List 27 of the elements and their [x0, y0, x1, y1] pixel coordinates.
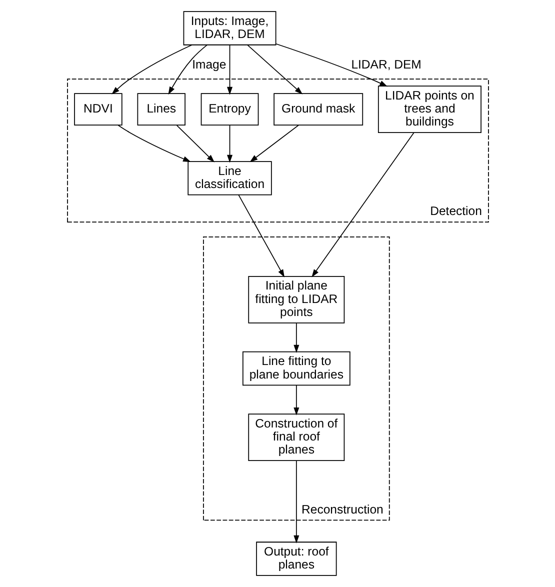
node-box: NDVI: [74, 93, 122, 126]
arrow: [238, 194, 284, 278]
edge-label: LIDAR, DEM: [350, 58, 421, 72]
arrow: [311, 132, 414, 278]
arrow: [117, 124, 190, 162]
arrow: [226, 44, 232, 95]
arrow: [293, 384, 299, 416]
node-box: Initial plane fitting to LIDAR points: [248, 276, 344, 324]
node-box: Output: roof planes: [256, 542, 336, 576]
node-box: LIDAR points on trees and buildings: [377, 86, 481, 134]
arrow: [293, 460, 299, 544]
edge-label: Image: [192, 58, 226, 72]
arrow: [246, 44, 302, 94]
node-box: Line fitting to plane boundaries: [242, 351, 350, 386]
node-box: Lines: [136, 93, 185, 126]
arrow: [293, 322, 299, 353]
arrow: [176, 125, 214, 162]
arrow: [249, 124, 298, 162]
arrow: [111, 44, 192, 94]
arrow: [275, 43, 388, 87]
node-box: Inputs: Image, LIDAR, DEM: [182, 11, 276, 46]
node-box: Line classification: [187, 161, 272, 196]
node-box: Ground mask: [273, 93, 363, 126]
node-box: Construction of final roof planes: [248, 414, 344, 461]
arrow: [226, 125, 232, 163]
arrow: [168, 44, 208, 95]
node-box: Entropy: [200, 93, 258, 126]
